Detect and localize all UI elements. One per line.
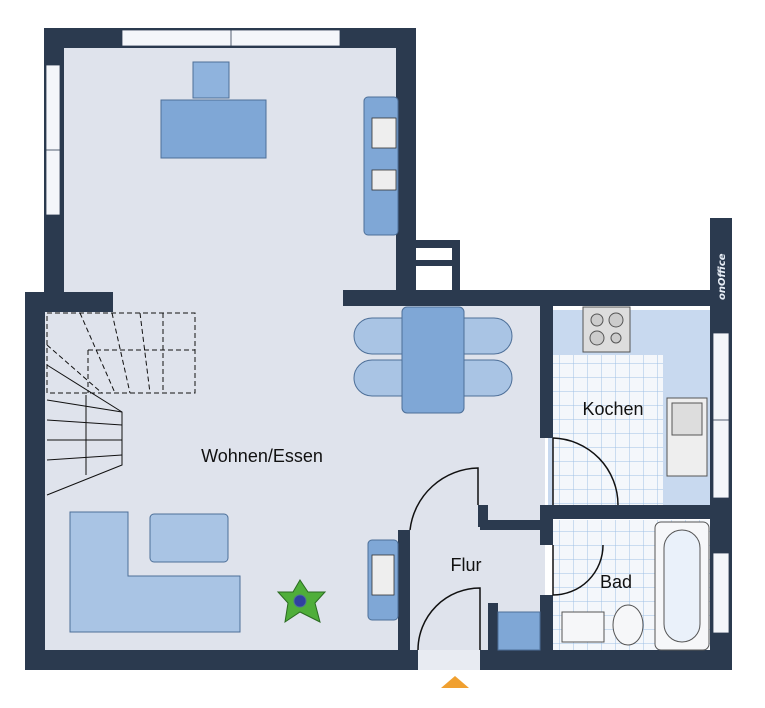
fixtures <box>561 306 710 651</box>
door-bath <box>552 544 604 596</box>
chair <box>353 317 403 355</box>
books-icon <box>371 554 395 596</box>
window-left <box>45 64 61 216</box>
room-label-bath: Bad <box>600 572 632 592</box>
toilet <box>612 604 644 646</box>
window-kitchen <box>712 332 730 499</box>
desk-chair <box>192 61 230 99</box>
stairs <box>46 312 196 496</box>
sofa <box>69 511 241 633</box>
room-label-living: Wohnen/Essen <box>201 446 323 466</box>
chair <box>463 359 513 397</box>
room-label-hall: Flur <box>451 555 482 575</box>
room-label-kitchen: Kochen <box>582 399 643 419</box>
stove-icon <box>582 306 631 353</box>
kitchen-tiles <box>553 355 663 510</box>
windows <box>45 29 730 634</box>
entrance-threshold <box>418 650 480 670</box>
desk <box>160 99 267 159</box>
doors <box>409 437 619 651</box>
furniture <box>69 61 541 651</box>
dining-table <box>401 306 465 414</box>
door-entrance <box>417 587 481 651</box>
books-icon <box>371 117 397 191</box>
dining-chairs <box>353 317 513 397</box>
wardrobe <box>497 611 541 651</box>
logo: onOffice <box>717 253 728 300</box>
chair <box>353 359 403 397</box>
entrance-arrow-icon <box>441 676 469 688</box>
door-hall <box>409 467 479 531</box>
chair <box>463 317 513 355</box>
plant-icon <box>276 579 327 624</box>
coffee-table <box>149 513 229 563</box>
window-bath <box>712 552 730 634</box>
door-kitchen <box>552 437 619 506</box>
washbasin <box>561 611 605 643</box>
floor-upper-living <box>60 46 400 306</box>
